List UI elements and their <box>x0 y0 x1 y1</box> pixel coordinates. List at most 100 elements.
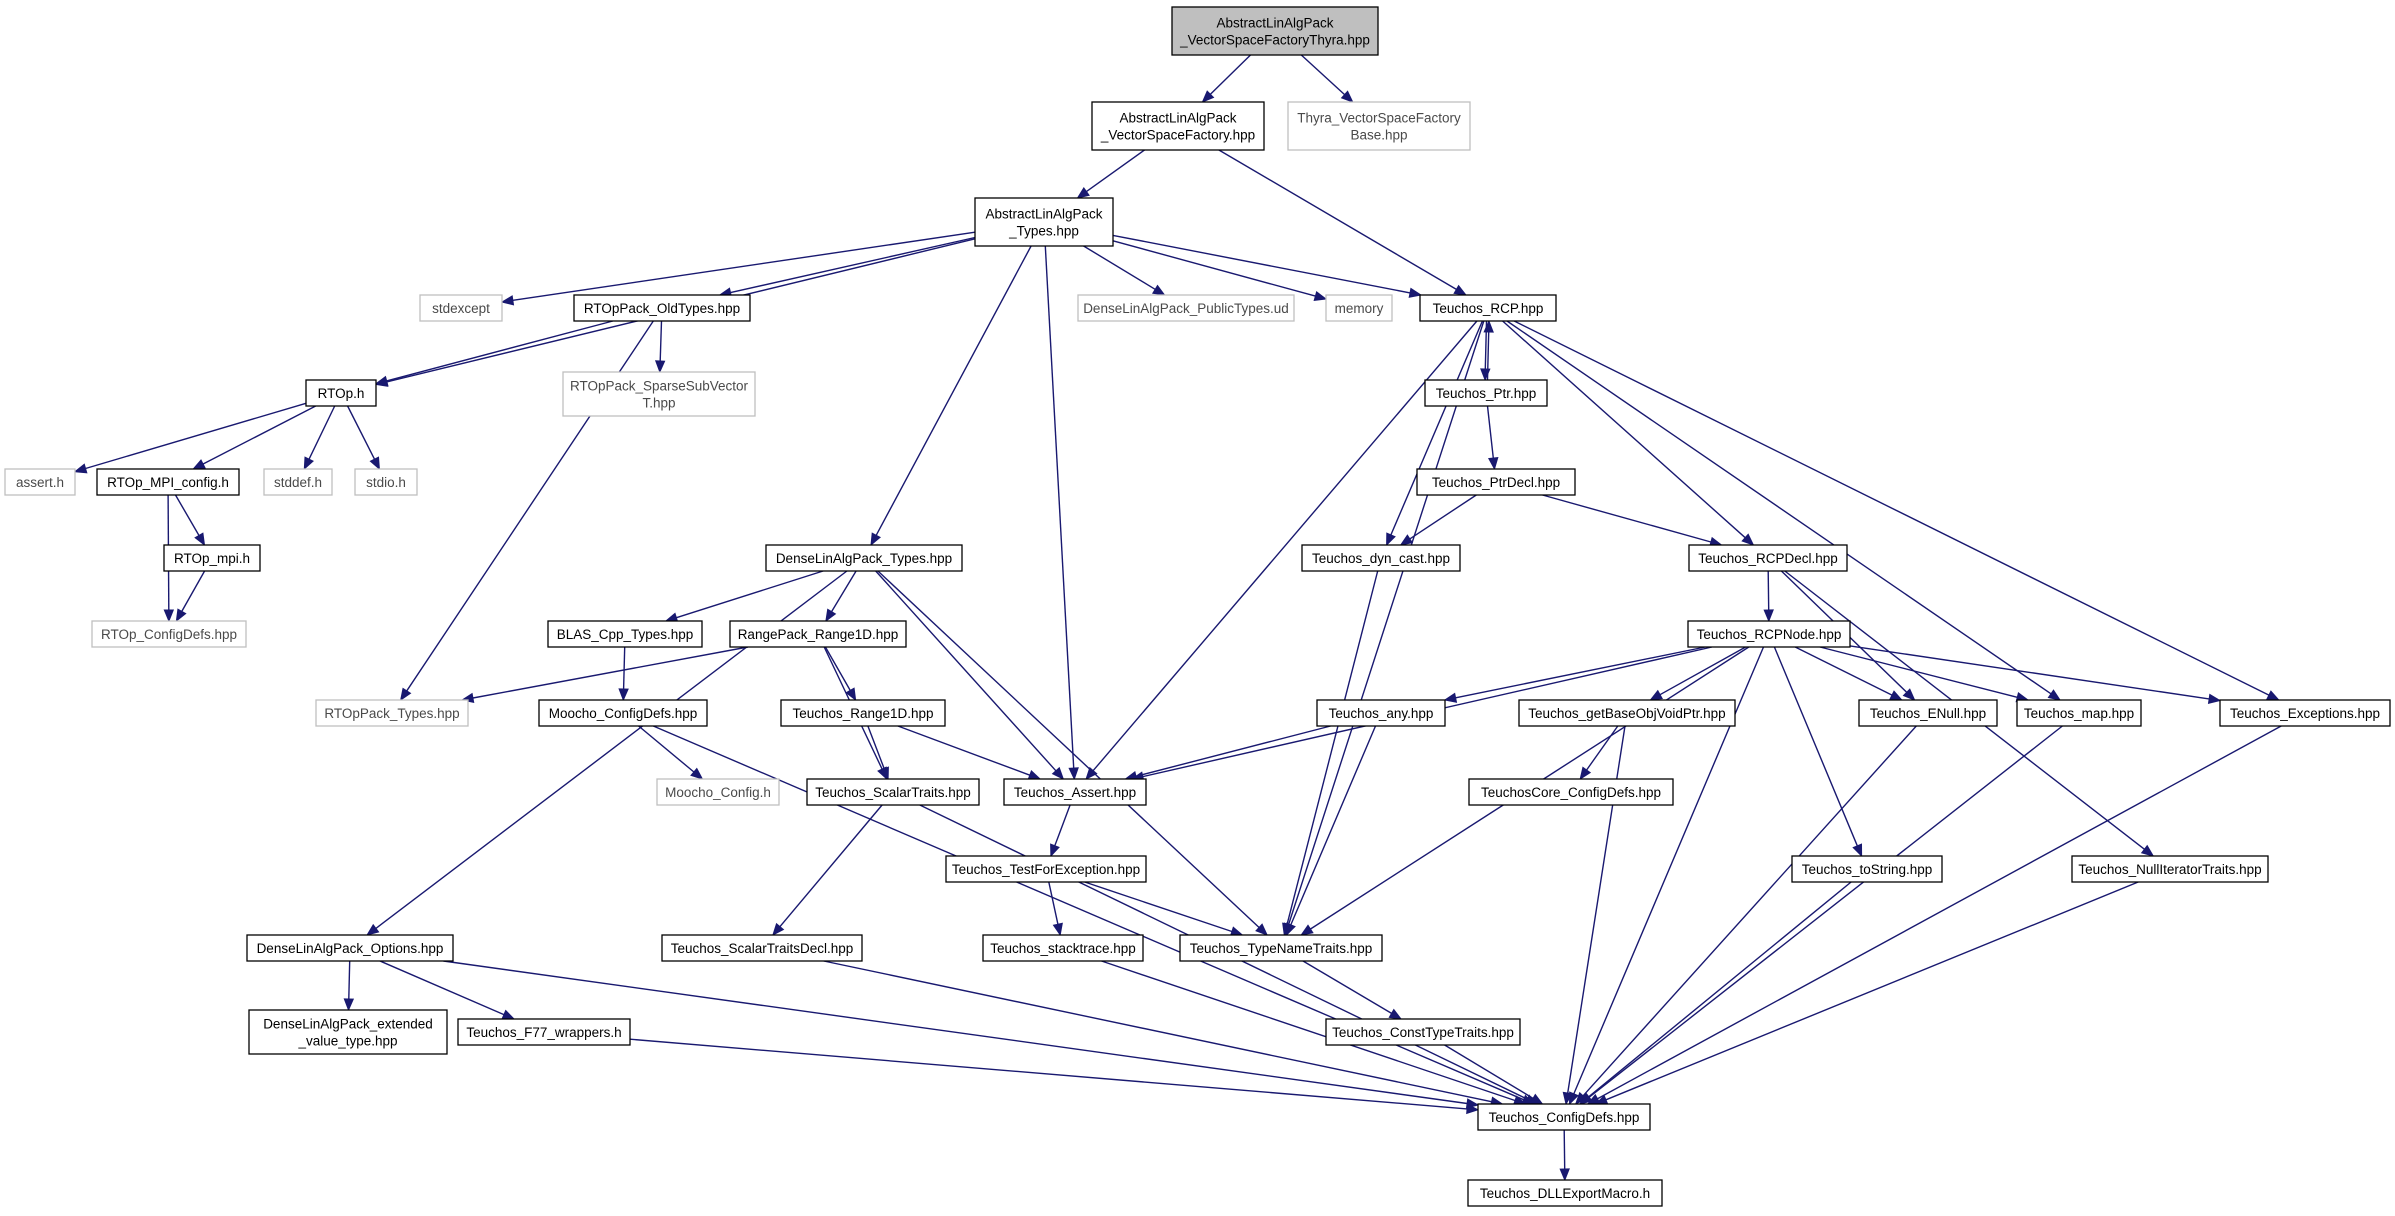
node-box <box>1791 855 1943 883</box>
node-label: Teuchos_DLLExportMacro.h <box>1480 1186 1650 1201</box>
node-consttype[interactable]: Teuchos_ConstTypeTraits.hpp <box>1325 1018 1521 1046</box>
arrowhead <box>73 463 88 474</box>
arrowhead <box>1052 922 1063 937</box>
node-label: RTOp_MPI_config.h <box>107 475 229 490</box>
node-tmap[interactable]: Teuchos_map.hpp <box>2016 699 2142 727</box>
node-ptrdecl[interactable]: Teuchos_PtrDecl.hpp <box>1416 468 1576 496</box>
node-label: Teuchos_RCPNode.hpp <box>1697 627 1842 642</box>
node-scalartraitsdecl[interactable]: Teuchos_ScalarTraitsDecl.hpp <box>661 934 863 962</box>
edge-getbase-to-coreconfig <box>1579 725 1619 781</box>
node-testforexc[interactable]: Teuchos_TestForException.hpp <box>945 855 1147 883</box>
edge-rcpdecl-to-rcpnode <box>1763 570 1774 623</box>
edge-line <box>1605 881 2139 1101</box>
node-exceptions[interactable]: Teuchos_Exceptions.hpp <box>2219 699 2391 727</box>
node-label: DenseLinAlgPack_Types.hpp <box>776 551 952 566</box>
edge-blas-to-moochodefs <box>618 646 629 702</box>
node-mpih[interactable]: RTOp_mpi.h <box>163 544 261 572</box>
node-box <box>1003 778 1147 806</box>
node-box <box>248 1009 448 1055</box>
node-label: AbstractLinAlgPack_Types.hpp <box>985 207 1102 239</box>
edge-testforexc-to-typenametraits <box>1084 881 1244 937</box>
node-label: memory <box>1335 301 1384 316</box>
node-tassert[interactable]: Teuchos_Assert.hpp <box>1003 778 1147 806</box>
arrowhead <box>1050 843 1060 858</box>
edge-dlatypes-to-typenametraits <box>877 570 1269 936</box>
arrowhead <box>1300 924 1314 936</box>
edge-line <box>1409 494 1477 540</box>
edge-line <box>472 646 749 699</box>
arrowhead <box>1483 319 1494 333</box>
node-types[interactable]: AbstractLinAlgPack_Types.hpp <box>974 197 1114 247</box>
node-label: Teuchos_ScalarTraits.hpp <box>815 785 971 800</box>
node-dllexport[interactable]: Teuchos_DLLExportMacro.h <box>1467 1179 1663 1207</box>
node-box <box>263 468 333 496</box>
node-moochodefs[interactable]: Moocho_ConfigDefs.hpp <box>538 699 708 727</box>
edge-line <box>824 646 851 691</box>
edge-line <box>1794 646 1893 696</box>
edge-rtoph-to-mpiconfig <box>192 405 317 470</box>
node-vsf[interactable]: AbstractLinAlgPack_VectorSpaceFactory.hp… <box>1091 101 1265 151</box>
edge-typenametraits-to-consttype <box>1302 960 1403 1020</box>
node-trange1d[interactable]: Teuchos_Range1D.hpp <box>780 699 946 727</box>
edge-line <box>1300 54 1346 96</box>
arrowhead <box>1285 922 1296 937</box>
arrowhead <box>1151 284 1166 296</box>
edge-mpiconfig-to-mpih <box>174 494 206 547</box>
node-coreconfig[interactable]: TeuchosCore_ConfigDefs.hpp <box>1468 778 1674 806</box>
node-rtoph[interactable]: RTOp.h <box>305 379 377 407</box>
node-getbase[interactable]: Teuchos_getBaseObjVoidPtr.hpp <box>1518 699 1736 727</box>
node-f77[interactable]: Teuchos_F77_wrappers.h <box>457 1018 631 1046</box>
node-label: Teuchos_ConstTypeTraits.hpp <box>1332 1025 1514 1040</box>
edge-line <box>1597 725 2282 1100</box>
edge-line <box>386 320 614 382</box>
node-dlaext[interactable]: DenseLinAlgPack_extended_value_type.hpp <box>248 1009 448 1055</box>
edge-line <box>1085 149 1145 193</box>
node-ptr[interactable]: Teuchos_Ptr.hpp <box>1424 379 1548 407</box>
edge-vsf-to-rcp <box>1218 149 1468 296</box>
arrowhead <box>1649 689 1663 701</box>
node-stacktrace[interactable]: Teuchos_stacktrace.hpp <box>982 934 1144 962</box>
node-rcp[interactable]: Teuchos_RCP.hpp <box>1419 294 1557 322</box>
node-rcpdecl[interactable]: Teuchos_RCPDecl.hpp <box>1688 544 1848 572</box>
edge-nulliter-to-configdefs <box>1594 881 2139 1105</box>
node-box <box>1477 1103 1651 1131</box>
node-mpiconfig[interactable]: RTOp_MPI_config.h <box>96 468 240 496</box>
edge-dlatypes-to-blas <box>664 570 824 623</box>
arrowhead <box>1443 692 1458 703</box>
edge-line <box>1659 646 1746 696</box>
node-box <box>1424 379 1548 407</box>
node-box <box>1416 468 1576 496</box>
arrowhead <box>303 456 314 471</box>
arrowhead <box>879 766 889 781</box>
node-tostring[interactable]: Teuchos_toString.hpp <box>1791 855 1943 883</box>
node-box <box>1301 544 1461 572</box>
edge-root-to-vsf <box>1201 54 1251 103</box>
arrowhead <box>1085 766 1098 780</box>
edge-line <box>1054 804 1071 846</box>
edge-line <box>1819 646 2018 698</box>
node-typenametraits[interactable]: Teuchos_TypeNameTraits.hpp <box>1179 934 1383 962</box>
node-nulliter[interactable]: Teuchos_NullIteratorTraits.hpp <box>2071 855 2269 883</box>
node-any[interactable]: Teuchos_any.hpp <box>1316 699 1446 727</box>
node-oldtypes[interactable]: RTOpPack_OldTypes.hpp <box>573 294 751 322</box>
node-box <box>1287 101 1471 151</box>
node-label: AbstractLinAlgPack_VectorSpaceFactory.hp… <box>1100 111 1255 143</box>
arrowhead <box>1559 1168 1570 1182</box>
arrowhead <box>2140 844 2155 857</box>
edge-range1d-to-rtoptypes <box>460 646 749 704</box>
edge-line <box>1455 646 1706 699</box>
node-dlatypes[interactable]: DenseLinAlgPack_Types.hpp <box>765 544 963 572</box>
node-dyncast[interactable]: Teuchos_dyn_cast.hpp <box>1301 544 1461 572</box>
edge-line <box>1287 320 1485 925</box>
node-range1d[interactable]: RangePack_Range1D.hpp <box>729 620 907 648</box>
node-blas[interactable]: BLAS_Cpp_Types.hpp <box>547 620 703 648</box>
node-rcpnode[interactable]: Teuchos_RCPNode.hpp <box>1687 620 1851 648</box>
node-scalartraits[interactable]: Teuchos_ScalarTraits.hpp <box>806 778 980 806</box>
node-dlaopts[interactable]: DenseLinAlgPack_Options.hpp <box>246 934 454 962</box>
node-box <box>1171 6 1379 56</box>
node-configdefs[interactable]: Teuchos_ConfigDefs.hpp <box>1477 1103 1651 1131</box>
edge-rcpnode-to-any <box>1443 646 1706 703</box>
node-enull[interactable]: Teuchos_ENull.hpp <box>1858 699 1998 727</box>
node-label: stdexcept <box>432 301 490 316</box>
